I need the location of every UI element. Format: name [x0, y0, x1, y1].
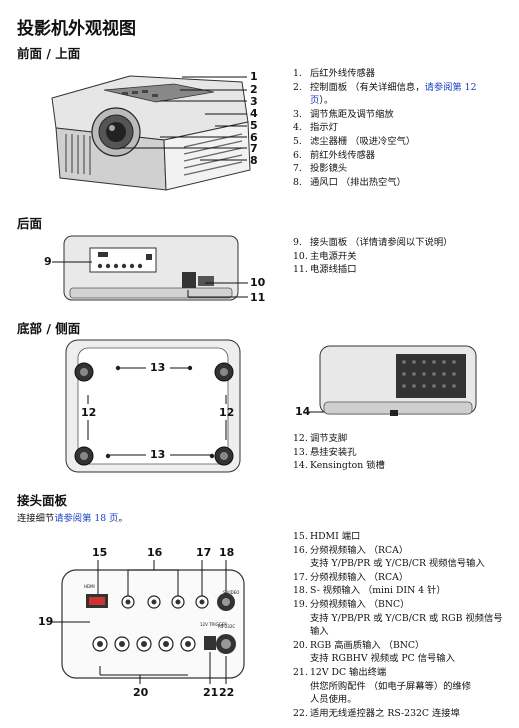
callout-5: 5 [250, 119, 258, 132]
callout-2: 2 [250, 83, 258, 96]
rs232-port-label: RS-232C [218, 624, 236, 629]
page-title: 投影机外观视图 [17, 19, 136, 39]
list-item: 17.分频视频输入 （RCA） [293, 571, 409, 583]
callout-12-left: 12 [81, 406, 97, 419]
callout-21: 21 [203, 686, 219, 699]
callout-13-top: 13 [150, 361, 166, 374]
callout-18: 18 [219, 546, 235, 559]
list-item: 19.分频视频输入 （BNC） [293, 598, 410, 610]
trigger-port-label: 12V TRIGGER [200, 622, 228, 627]
callout-7: 7 [250, 142, 258, 155]
callout-17: 17 [196, 546, 212, 559]
callout-1: 1 [250, 70, 258, 83]
list-item: 2.控制面板 （有关详细信息，请参阅第 12 [293, 81, 477, 93]
callout-12-right: 12 [219, 406, 235, 419]
callout-14: 14 [295, 405, 311, 418]
section-jack-heading: 接头面板 [17, 493, 68, 508]
svideo-port-label: S-VIDEO [223, 590, 240, 595]
list-item: 3.调节焦距及调节缩放 [293, 108, 394, 120]
list-item: 6.前红外线传感器 [293, 149, 376, 161]
hdmi-port-label: HDMI [84, 584, 95, 589]
list-item: 1.后红外线传感器 [293, 68, 376, 79]
callout-4: 4 [250, 107, 258, 120]
list-item: 18.S- 视频输入 （mini DIN 4 针） [293, 585, 446, 597]
jack-parts-list: 15.HDMI 端口 16.分频视频输入 （RCA） 支持 Y/PB/PR 或 … [293, 530, 508, 720]
rear-parts-list: 9.接头面板 （详情请参阅以下说明） 10.主电源开关 11.电源线插口 [293, 236, 508, 277]
list-item: 5.滤尘器栅 （吸进冷空气） [293, 135, 416, 147]
list-item: 22.适用无线遥控器之 RS-232C 连接埠 [293, 707, 460, 719]
list-item: 12.调节支脚 [293, 433, 348, 444]
list-item: 9.接头面板 （详情请参阅以下说明） [293, 237, 453, 248]
callout-9: 9 [44, 255, 52, 268]
callout-8: 8 [250, 154, 258, 167]
callout-13-bottom: 13 [150, 448, 166, 461]
projector-rear-illustration [63, 235, 239, 301]
callout-11: 11 [250, 291, 266, 304]
callout-22: 22 [219, 686, 235, 699]
projector-side-illustration [319, 345, 477, 416]
callout-3: 3 [250, 95, 258, 108]
section-bottom-heading: 底部 / 侧面 [17, 321, 81, 336]
callout-20: 20 [133, 686, 149, 699]
control-panel-link[interactable]: 请参阅第 12 [424, 81, 477, 93]
jack-intro-link[interactable]: 请参阅第 18 页 [54, 513, 119, 524]
list-item: 16.分频视频输入 （RCA） [293, 544, 409, 556]
callout-6: 6 [250, 131, 258, 144]
list-item: 20.RGB 高画质输入 （BNC） [293, 639, 425, 651]
list-item: 21.12V DC 输出终端 [293, 666, 387, 678]
list-item: 15.HDMI 端口 [293, 531, 361, 542]
list-item: 11.电源线插口 [293, 264, 357, 276]
projector-front-illustration [51, 75, 251, 191]
bottom-parts-list: 12.调节支脚 13.悬挂安装孔 14.Kensington 锁槽 [293, 432, 508, 473]
section-rear-heading: 后面 [17, 216, 43, 231]
callout-15: 15 [92, 546, 108, 559]
list-item: 10.主电源开关 [293, 250, 357, 262]
projector-bottom-illustration [65, 339, 241, 473]
list-item: 13.悬挂安装孔 [293, 446, 357, 458]
list-item: 14.Kensington 锁槽 [293, 460, 385, 472]
list-item: 7.投影镜头 [293, 163, 348, 175]
callout-19: 19 [38, 615, 54, 628]
front-parts-list: 1.后红外线传感器 2.控制面板 （有关详细信息，请参阅第 12 页）。 3.调… [293, 67, 508, 189]
list-item: 4.指示灯 [293, 122, 338, 134]
callout-10: 10 [250, 276, 266, 289]
jack-intro: 连接细节请参阅第 18 页。 [17, 513, 128, 524]
list-item: 8.通风口 （排出热空气） [293, 176, 406, 188]
section-front-heading: 前面 / 上面 [17, 46, 81, 61]
callout-16: 16 [147, 546, 163, 559]
